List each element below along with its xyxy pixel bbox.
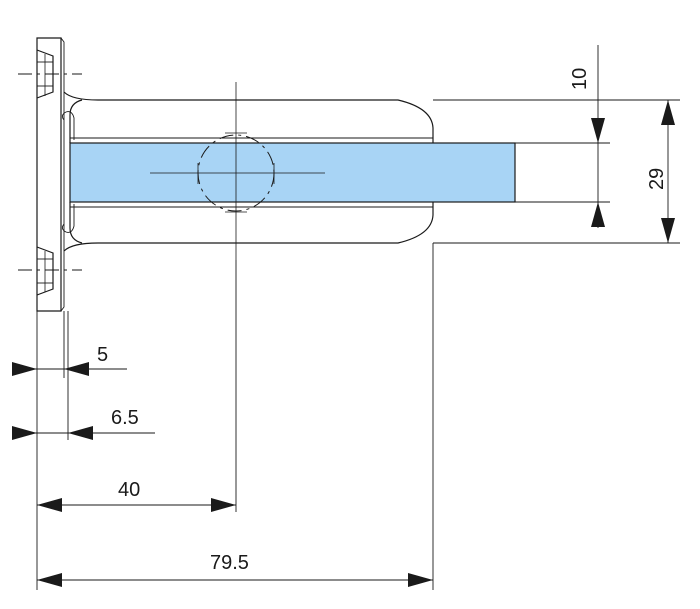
dim-label-79-5: 79.5 xyxy=(210,552,249,574)
lower-screw xyxy=(18,246,82,296)
bolt-circle xyxy=(150,82,325,260)
dim-label-40: 40 xyxy=(118,479,140,501)
extension-lines xyxy=(36,99,680,590)
clamp-body xyxy=(61,91,434,252)
dim-6-5: 6.5 xyxy=(12,407,155,440)
glass-panel xyxy=(69,142,516,203)
dim-label-5: 5 xyxy=(97,344,108,366)
dim-10: 10 xyxy=(569,45,605,228)
dim-5: 5 xyxy=(12,344,127,376)
dim-79-5: 79.5 xyxy=(37,552,433,587)
wall-plate xyxy=(36,37,65,312)
dim-label-29: 29 xyxy=(646,168,668,190)
dim-label-6-5: 6.5 xyxy=(111,407,139,429)
upper-screw xyxy=(18,49,82,99)
dim-label-10: 10 xyxy=(569,68,591,90)
dim-29: 29 xyxy=(646,100,675,243)
dim-40: 40 xyxy=(37,479,236,512)
